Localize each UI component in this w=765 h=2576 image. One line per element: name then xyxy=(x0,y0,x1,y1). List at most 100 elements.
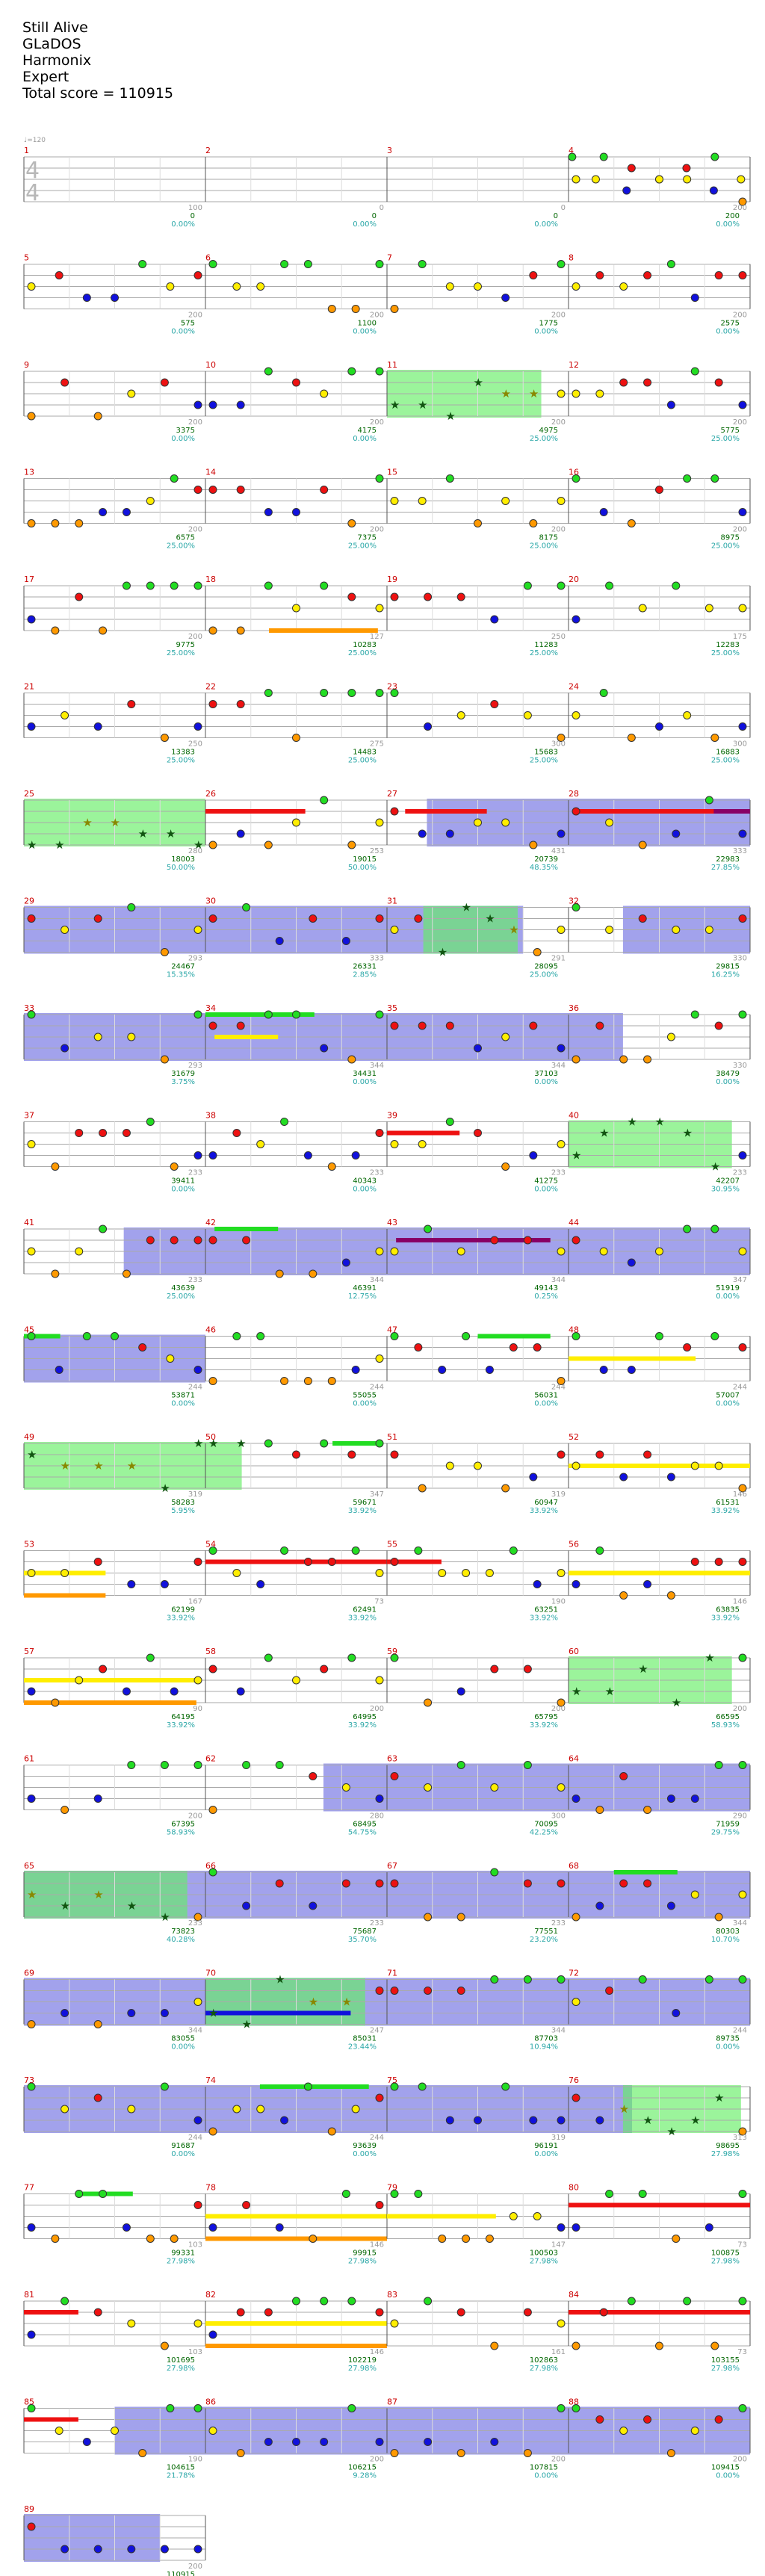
measure-score: 1775 xyxy=(539,320,558,328)
note xyxy=(75,2190,84,2198)
note xyxy=(638,840,647,849)
note xyxy=(627,734,636,742)
measure-score: 15683 xyxy=(534,749,558,757)
measure-number: 49 xyxy=(24,1432,34,1442)
note xyxy=(523,1236,532,1245)
note xyxy=(208,1806,217,1814)
note xyxy=(309,1772,318,1780)
measure-number: 86 xyxy=(205,2397,216,2407)
note xyxy=(490,1783,499,1792)
note xyxy=(292,2438,300,2446)
note xyxy=(523,581,532,590)
measure-number: 13 xyxy=(24,468,34,477)
measure-percent: 0.00% xyxy=(716,328,740,336)
measure-percent: 33.92% xyxy=(167,1721,195,1730)
note xyxy=(146,1236,155,1245)
measure-base-score: 300 xyxy=(551,740,566,749)
measure-base-score: 0 xyxy=(561,204,566,212)
note xyxy=(627,1366,636,1374)
measure-number: 22 xyxy=(205,682,216,692)
note xyxy=(533,1580,542,1588)
note xyxy=(523,1975,532,1984)
note xyxy=(193,926,202,934)
note xyxy=(638,1975,647,1984)
measure-percent: 27.98% xyxy=(167,2258,195,2266)
note xyxy=(232,1332,241,1340)
measure-base-score: 344 xyxy=(551,1276,566,1284)
measure-number: 6 xyxy=(205,253,211,263)
measure-percent: 0.00% xyxy=(534,2150,558,2158)
note xyxy=(509,2212,518,2220)
note xyxy=(127,2105,136,2114)
measure-percent: 0.00% xyxy=(353,1078,377,1086)
note xyxy=(627,519,636,527)
note xyxy=(445,1118,454,1126)
note xyxy=(738,1558,747,1566)
note xyxy=(61,926,69,934)
note xyxy=(122,2223,131,2232)
measure-number: 51 xyxy=(387,1432,397,1442)
measure-percent: 0.00% xyxy=(171,2043,195,2052)
note xyxy=(704,926,713,934)
measure-number: 14 xyxy=(205,468,216,477)
measure-score: 100875 xyxy=(711,2250,740,2258)
measure-base-score: 73 xyxy=(737,2348,747,2356)
note xyxy=(341,1783,350,1792)
measure-score: 43639 xyxy=(171,1284,195,1292)
note xyxy=(414,914,423,923)
measure-score: 96191 xyxy=(534,2142,558,2150)
measure-score: 46391 xyxy=(353,1284,377,1292)
star-note: ★ xyxy=(61,1459,70,1473)
star-note: ★ xyxy=(627,1115,637,1129)
measure-base-score: 200 xyxy=(370,526,384,534)
note xyxy=(737,175,746,184)
measure-score: 9775 xyxy=(176,641,195,649)
note xyxy=(232,282,241,291)
measure-percent: 10.94% xyxy=(530,2043,558,2052)
measure-percent: 0.00% xyxy=(171,2150,195,2158)
measure-score: 16883 xyxy=(716,749,740,757)
note xyxy=(619,2427,628,2435)
measure-percent: 33.92% xyxy=(348,1507,377,1515)
measure-percent: 33.92% xyxy=(530,1507,558,1515)
measure-score: 18003 xyxy=(171,855,195,864)
note xyxy=(75,1676,84,1685)
note xyxy=(170,1687,179,1696)
note xyxy=(490,1236,499,1245)
sustain-bar xyxy=(387,1130,460,1136)
measure-number: 71 xyxy=(387,1969,397,1978)
note xyxy=(714,1761,723,1769)
measure-score: 19015 xyxy=(353,855,377,864)
measure-number: 12 xyxy=(569,360,579,370)
note xyxy=(347,1450,356,1459)
measure-base-score: 344 xyxy=(551,2027,566,2035)
note xyxy=(275,1269,284,1278)
note xyxy=(501,1484,510,1493)
note xyxy=(146,1118,155,1126)
measure-score: 8975 xyxy=(721,534,740,542)
sustain-bar xyxy=(24,1678,196,1682)
note xyxy=(643,1450,652,1459)
note xyxy=(490,700,499,708)
note xyxy=(490,2438,499,2446)
note xyxy=(146,2235,155,2243)
note xyxy=(599,152,608,161)
note xyxy=(264,2438,273,2446)
sustain-bar xyxy=(396,1238,551,1242)
measure-base-score: 319 xyxy=(188,1490,202,1499)
note xyxy=(208,2330,217,2339)
star-note: ★ xyxy=(166,827,176,840)
note xyxy=(27,722,36,731)
note xyxy=(309,914,318,923)
note xyxy=(61,1806,69,1814)
note xyxy=(236,2449,245,2457)
note xyxy=(424,722,433,731)
measure-score: 26331 xyxy=(353,963,377,971)
note xyxy=(557,1377,566,1385)
star-note: ★ xyxy=(474,376,483,389)
measure-base-score: 233 xyxy=(370,1919,384,1928)
measure-number: 57 xyxy=(24,1647,34,1656)
sustain-bar xyxy=(214,1227,279,1231)
note xyxy=(375,1247,384,1256)
note xyxy=(599,2308,608,2317)
